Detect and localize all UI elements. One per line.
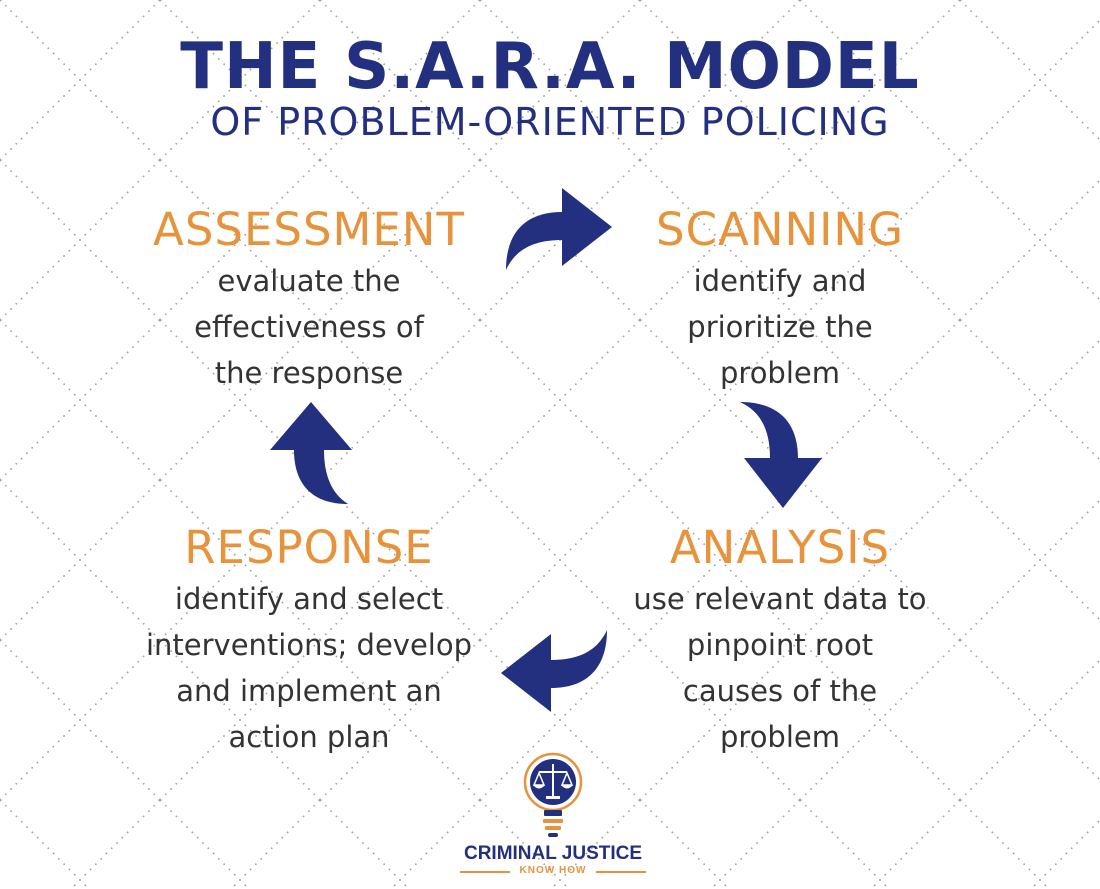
lightbulb-scales-icon [523, 752, 583, 837]
curved-arrow-right-icon [506, 188, 612, 270]
description-line: problem [720, 356, 840, 390]
stage-title-scanning: SCANNING [656, 203, 904, 256]
stage-analysis: ANALYSIS use relevant data to pinpoint r… [600, 520, 960, 760]
description-line: the response [214, 356, 404, 390]
description-line: problem [720, 720, 840, 754]
description-line: interventions; develop [145, 628, 473, 662]
stage-title-analysis: ANALYSIS [669, 521, 891, 574]
stage-description-scanning: identify and prioritize the problem [600, 258, 960, 396]
curved-arrow-down-icon [740, 402, 822, 508]
stage-description-analysis: use relevant data to pinpoint root cause… [600, 576, 960, 760]
stage-response: RESPONSE identify and select interventio… [129, 520, 489, 760]
curved-arrow-up-icon [270, 402, 352, 504]
stage-description-response: identify and select interventions; devel… [129, 576, 489, 760]
page-subtitle: OF PROBLEM-ORIENTED POLICING [210, 100, 890, 144]
description-line: prioritize the [687, 310, 873, 344]
stage-title-response: RESPONSE [184, 521, 434, 574]
page-title: THE S.A.R.A. MODEL [180, 30, 920, 104]
description-line: effectiveness of [194, 310, 424, 344]
description-line: use relevant data to [633, 582, 927, 616]
stage-description-assessment: evaluate the effectiveness of the respon… [129, 258, 489, 396]
logo-tagline: KNOW HOW [519, 865, 587, 876]
description-line: evaluate the [217, 264, 401, 298]
curved-arrow-left-icon [501, 630, 607, 712]
stage-title-assessment: ASSESSMENT [153, 203, 465, 256]
description-line: and implement an [176, 674, 442, 708]
logo-text: CRIMINAL JUSTICE [463, 843, 643, 864]
stage-assessment: ASSESSMENT evaluate the effectiveness of… [129, 202, 489, 396]
stage-scanning: SCANNING identify and prioritize the pro… [600, 202, 960, 396]
logo-rule-left [460, 871, 510, 873]
brand-logo: CRIMINAL JUSTICE KNOW HOW [448, 752, 658, 882]
description-line: action plan [228, 720, 390, 754]
description-line: pinpoint root [686, 628, 874, 662]
description-line: identify and [693, 264, 867, 298]
description-line: identify and select [174, 582, 444, 616]
description-line: causes of the [682, 674, 878, 708]
logo-rule-right [596, 871, 646, 873]
